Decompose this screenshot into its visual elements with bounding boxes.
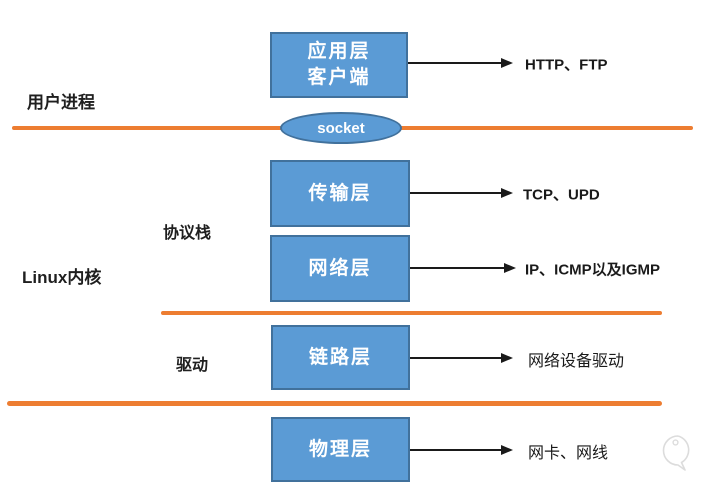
box-network-title: 网络层	[308, 257, 372, 279]
protocols-application: HTTP、FTP	[525, 56, 608, 74]
arrow-physical-protocols	[410, 445, 513, 455]
divider-driver-physical	[7, 401, 662, 406]
label-protocol-stack: 协议栈	[163, 225, 212, 242]
box-network-layer: 网络层	[270, 235, 410, 302]
arrow-transport-protocols	[410, 188, 513, 198]
bird-watermark-icon	[662, 435, 690, 471]
arrow-network-protocols	[410, 263, 516, 273]
box-physical-title: 物理层	[308, 438, 372, 460]
box-link-layer: 链路层	[271, 325, 410, 390]
arrow-link-protocols	[410, 353, 513, 363]
box-transport-layer: 传输层	[270, 160, 410, 227]
protocols-link: 网络设备驱动	[528, 353, 625, 370]
box-application-line1: 应用层	[307, 41, 371, 62]
box-application-layer: 应用层 客户端	[270, 32, 408, 98]
label-linux-kernel: Linux内核	[22, 268, 102, 287]
socket-ellipse: socket	[280, 112, 402, 144]
box-application-line2: 客户端	[307, 67, 371, 88]
socket-label: socket	[317, 119, 365, 137]
box-physical-layer: 物理层	[271, 417, 410, 482]
divider-stack-driver	[161, 311, 662, 315]
protocols-network: IP、ICMP以及IGMP	[525, 261, 661, 279]
protocols-transport: TCP、UPD	[523, 186, 600, 204]
box-link-title: 链路层	[308, 346, 372, 368]
arrow-application-protocols	[408, 58, 513, 68]
label-driver: 驱动	[176, 357, 209, 374]
protocols-physical: 网卡、网线	[528, 445, 609, 462]
box-transport-title: 传输层	[308, 182, 372, 204]
label-user-process: 用户进程	[27, 93, 95, 112]
